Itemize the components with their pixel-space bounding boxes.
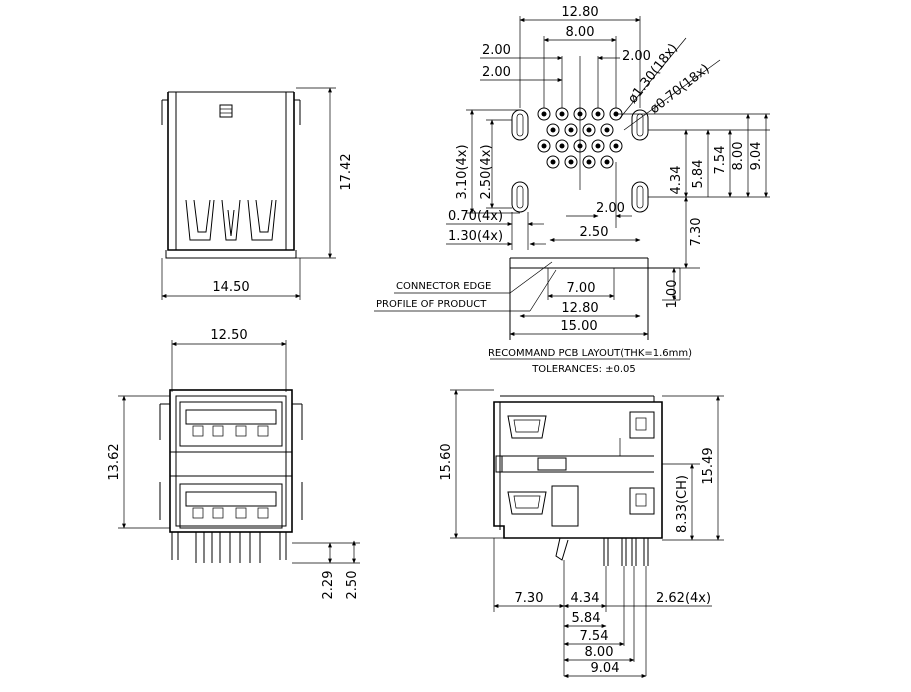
pcb-dim-12-80-bottom: 12.80 [561,301,598,316]
lower-spring [507,491,547,515]
top-view-width-dim: 14.50 [212,280,249,295]
pcb-dim-1-00: 1.00 [665,280,680,309]
side-dim-4-34: 4.34 [571,591,600,606]
side-dim-2-62: 2.62(4x) [656,591,711,606]
slot-hole-left-lower [511,181,529,213]
pcb-dim-12-80-top: 12.80 [561,5,598,20]
pcb-dim-2-00-a: 2.00 [482,43,511,58]
spring-contact-center [221,199,241,241]
pcb-dim-2-00-c: 2.00 [622,49,651,64]
pcb-layout-title: RECOMMAND PCB LAYOUT(THK=1.6mm) [488,348,692,359]
slot-hole-right-upper [631,109,649,141]
spring-contact-right [247,199,277,241]
board-lock [555,537,569,561]
front-view-pin-dim-b: 2.50 [345,571,360,600]
pcb-dim-0-70-4x: 0.70(4x) [448,209,503,224]
lower-usb-port [179,483,283,529]
pcb-dim-2-50-4x: 2.50(4x) [479,144,494,199]
side-dim-5-84: 5.84 [572,611,601,626]
upper-spring [507,415,547,439]
slot-hole-left-upper [511,109,529,141]
pcb-dim-2-00-b: 2.00 [482,65,511,80]
pcb-dim-8-00-top: 8.00 [566,25,595,40]
top-view: 17.42 14.50 [161,87,354,300]
top-view-height-dim: 17.42 [339,153,354,190]
pcb-dim-8-00-right: 8.00 [731,142,746,171]
latch-window [219,104,233,118]
side-dim-7-54: 7.54 [580,629,609,644]
front-view-width-dim: 12.50 [210,328,247,343]
front-view-pin-dim-a: 2.29 [321,571,336,600]
slot-hole-right-lower [631,181,649,213]
side-dim-8-00: 8.00 [585,645,614,660]
pcb-tolerance: TOLERANCES: ±0.05 [531,364,636,375]
pcb-dim-4-34: 4.34 [669,166,684,195]
side-dim-7-30: 7.30 [515,591,544,606]
front-view-pins [195,532,261,563]
side-view-height-dim-right: 15.49 [701,447,716,484]
front-view-shell [169,389,293,533]
pcb-dim-5-84: 5.84 [691,160,706,189]
pcb-layout: 12.80 8.00 2.00 2.00 2.00 ø1.30(18x) ø0.… [374,5,770,375]
pcb-dim-9-04: 9.04 [749,142,764,171]
side-view: 15.60 15.49 8.33(CH) 7.30 4.34 2.62(4x) … [439,389,724,678]
pcb-dim-15-00: 15.00 [560,319,597,334]
side-dim-9-04: 9.04 [591,661,620,676]
pcb-dim-7-30: 7.30 [689,218,704,247]
spring-contact-left [185,199,215,241]
front-view: 12.50 [107,328,360,599]
pcb-dim-7-54: 7.54 [713,146,728,175]
pcb-dim-7-00: 7.00 [567,281,596,296]
pcb-dim-2-50-mid: 2.50 [580,225,609,240]
profile-label: PROFILE OF PRODUCT [376,299,487,310]
latch-bar [537,457,567,471]
side-view-ch-dim: 8.33(CH) [675,475,690,533]
pcb-dim-2-00-mid: 2.00 [596,201,625,216]
pcb-dim-1-30-4x: 1.30(4x) [448,229,503,244]
front-view-height-dim: 13.62 [107,443,122,480]
connector-edge-label: CONNECTOR EDGE [396,281,491,292]
top-view-body-outline [167,92,295,251]
side-view-height-dim: 15.60 [439,443,454,480]
upper-tab [629,411,655,439]
lower-tab [629,487,655,515]
pcb-dim-3-10-4x: 3.10(4x) [455,144,470,199]
upper-usb-port [179,401,283,447]
